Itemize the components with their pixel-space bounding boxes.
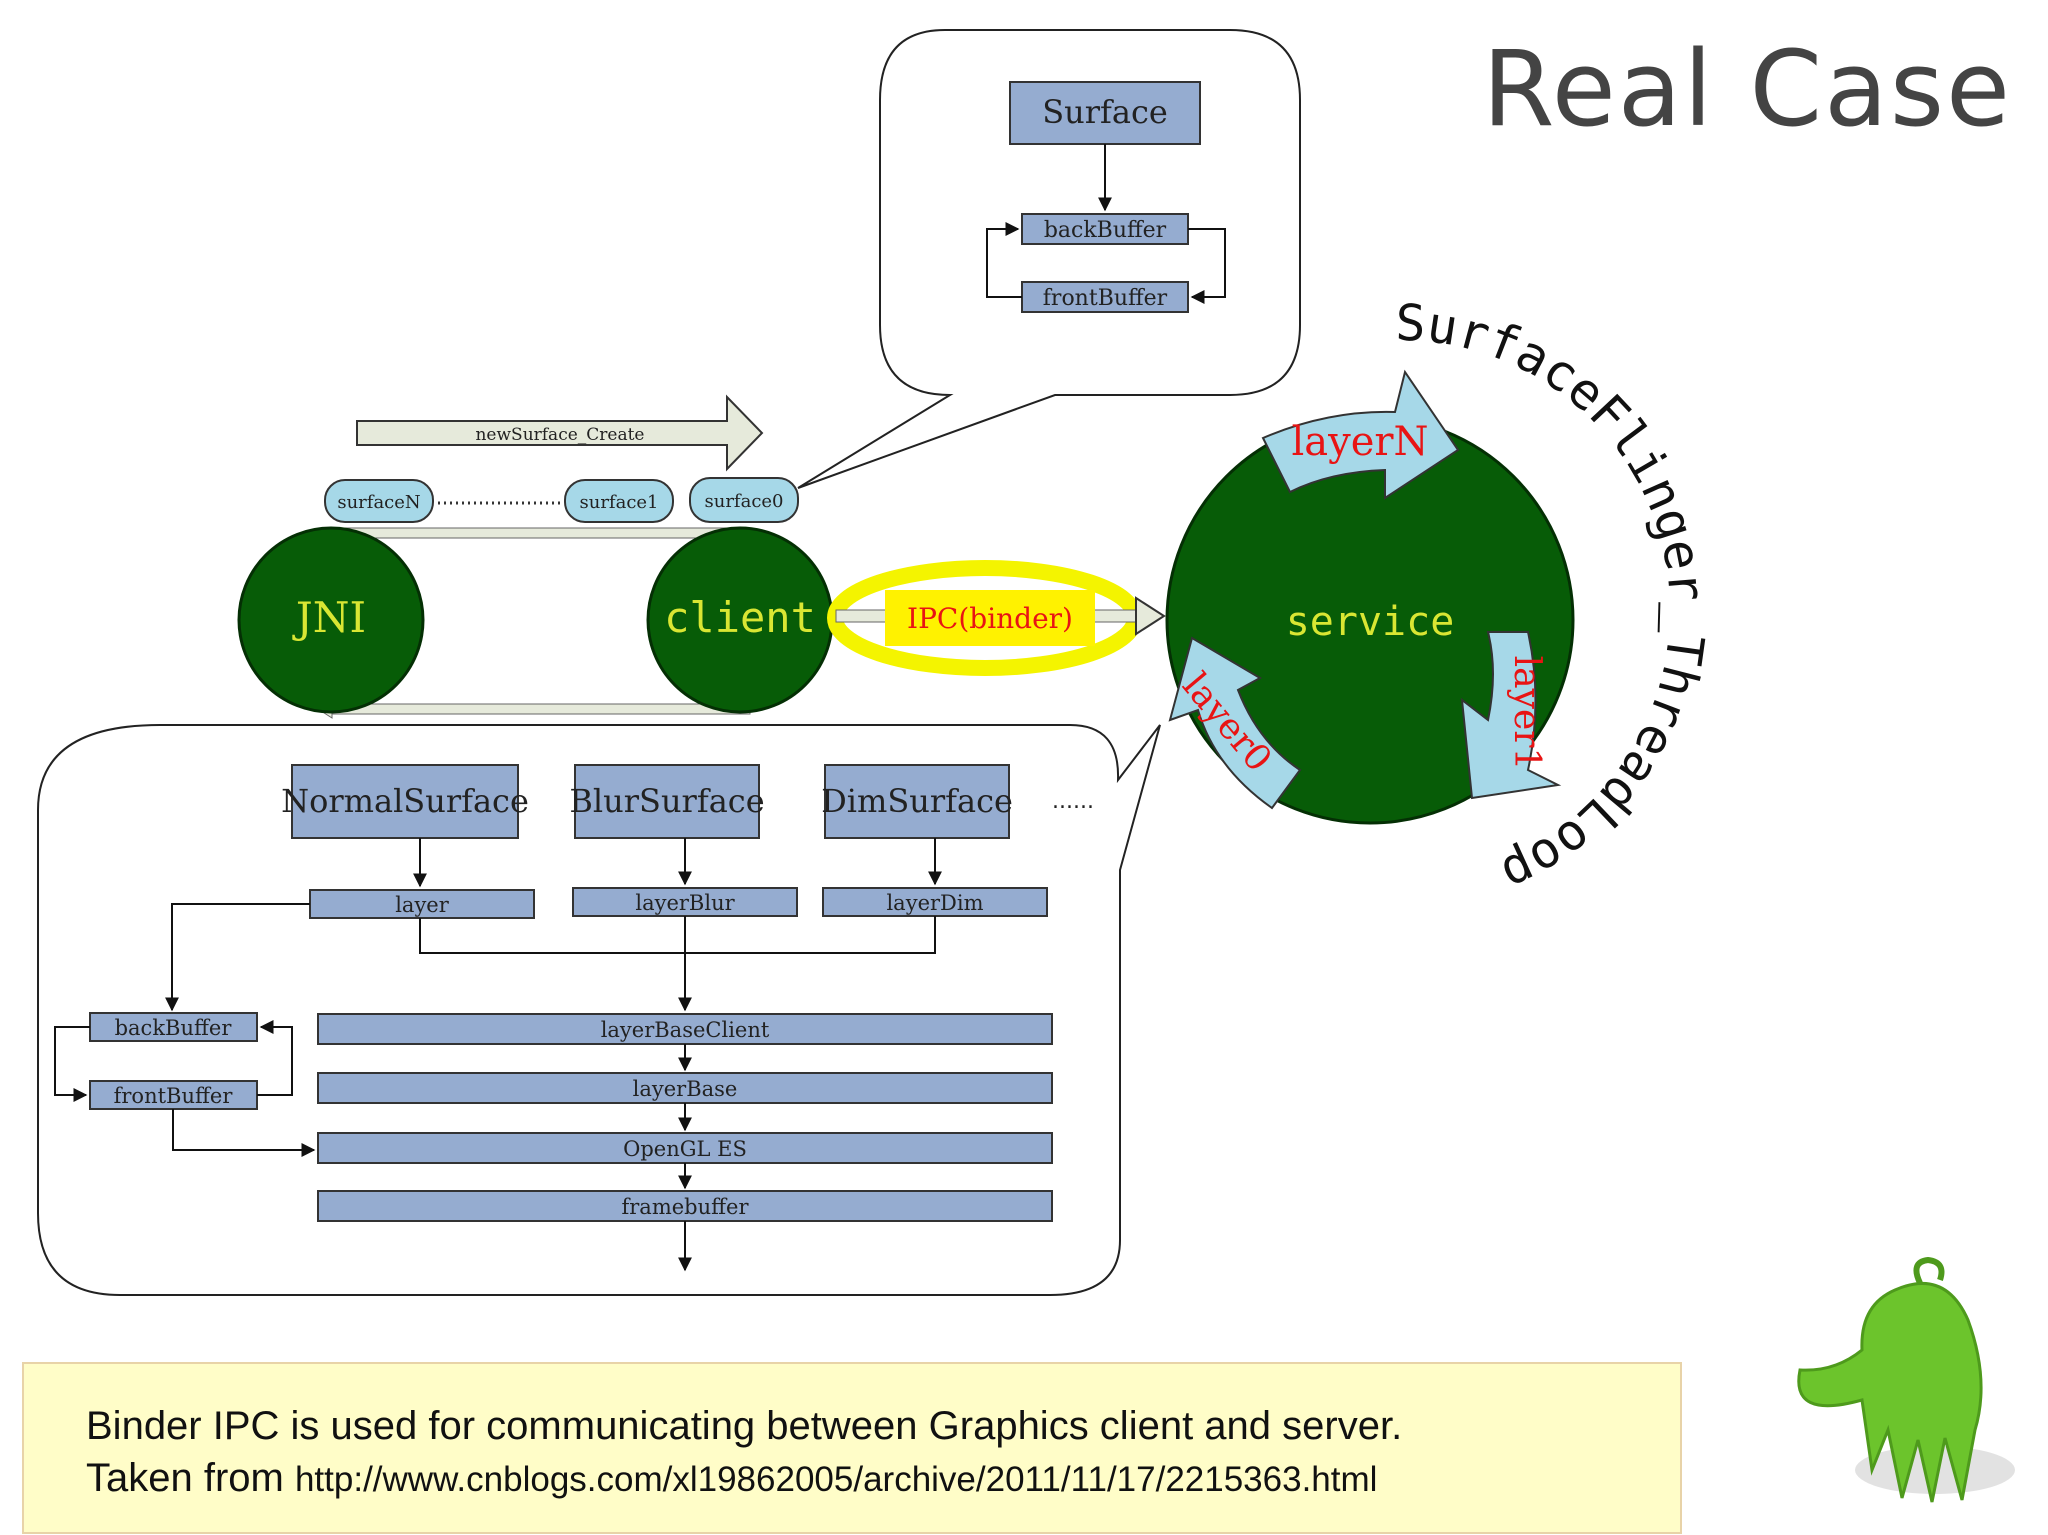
bottom-backbuffer-node: backBuffer	[89, 1012, 258, 1042]
client-label: client	[664, 593, 816, 642]
surface-pill-n-label: surfaceN	[337, 492, 420, 513]
surface-pill-n: surfaceN	[324, 479, 434, 523]
dim-surface-node: DimSurface	[821, 764, 1013, 839]
jni-node: JNI	[237, 526, 425, 714]
layer-base-client-node: layerBaseClient	[317, 1013, 1053, 1045]
bottom-frontbuffer-label: frontBuffer	[114, 1084, 234, 1108]
jni-label: JNI	[292, 593, 366, 642]
normal-surface-label: NormalSurface	[281, 782, 529, 820]
top-frontbuffer-node: frontBuffer	[1021, 281, 1189, 313]
caption-source-prefix: Taken from	[86, 1456, 295, 1500]
opengl-es-label: OpenGL ES	[623, 1137, 747, 1161]
top-frontbuffer-label: frontBuffer	[1043, 286, 1168, 311]
green-mascot-icon	[1797, 1256, 2015, 1503]
blur-surface-label: BlurSurface	[569, 782, 764, 820]
top-backbuffer-label: backBuffer	[1044, 218, 1167, 243]
framebuffer-node: framebuffer	[317, 1190, 1053, 1222]
new-surface-create-label: newSurface_Create	[475, 425, 644, 445]
ipc-binder-label: IPC(binder)	[907, 602, 1073, 635]
layer-blur-node: layerBlur	[572, 887, 798, 917]
framebuffer-label: framebuffer	[621, 1195, 749, 1219]
caption-source-url[interactable]: http://www.cnblogs.com/xl19862005/archiv…	[294, 1460, 1378, 1499]
layer-n-arrow: layerN	[1261, 369, 1460, 500]
layer-n-label: layerN	[1291, 419, 1428, 465]
top-surface-node: Surface	[1009, 81, 1201, 145]
opengl-es-node: OpenGL ES	[317, 1132, 1053, 1164]
layer-base-client-label: layerBaseClient	[601, 1018, 770, 1042]
client-node: client	[646, 526, 834, 714]
caption-line-2: Taken from http://www.cnblogs.com/xl1986…	[86, 1452, 1680, 1506]
layer-dim-node: layerDim	[822, 887, 1048, 917]
layer-base-label: layerBase	[633, 1077, 738, 1101]
surface-pill-0-label: surface0	[704, 491, 783, 512]
ipc-binder-channel: IPC(binder)	[827, 560, 1166, 676]
layer-node: layer	[309, 889, 535, 919]
normal-surface-node: NormalSurface	[281, 764, 529, 839]
layer-label: layer	[395, 893, 450, 917]
service-label: service	[1286, 599, 1455, 645]
bottom-frontbuffer-node: frontBuffer	[89, 1080, 258, 1110]
bottom-backbuffer-label: backBuffer	[115, 1016, 233, 1040]
slide-title: Real Case	[1482, 28, 2012, 150]
layer-1-arrow: layer1	[1460, 631, 1562, 800]
top-surface-label: Surface	[1042, 93, 1168, 131]
layer-blur-label: layerBlur	[635, 891, 735, 915]
layer-dim-label: layerDim	[886, 891, 983, 915]
surface-pill-1: surface1	[564, 479, 674, 523]
new-surface-create-arrow: newSurface_Create	[356, 394, 764, 472]
surface-pill-1-label: surface1	[579, 492, 658, 513]
dim-surface-label: DimSurface	[821, 782, 1013, 820]
caption-box: Binder IPC is used for communicating bet…	[22, 1362, 1682, 1534]
layer-1-label: layer1	[1506, 656, 1547, 771]
top-backbuffer-node: backBuffer	[1021, 213, 1189, 245]
surface-pill-0: surface0	[689, 477, 799, 523]
blur-surface-node: BlurSurface	[569, 764, 765, 839]
layer-base-node: layerBase	[317, 1072, 1053, 1104]
caption-line-1: Binder IPC is used for communicating bet…	[86, 1404, 1403, 1448]
surface-types-ellipsis: ......	[1052, 789, 1094, 814]
